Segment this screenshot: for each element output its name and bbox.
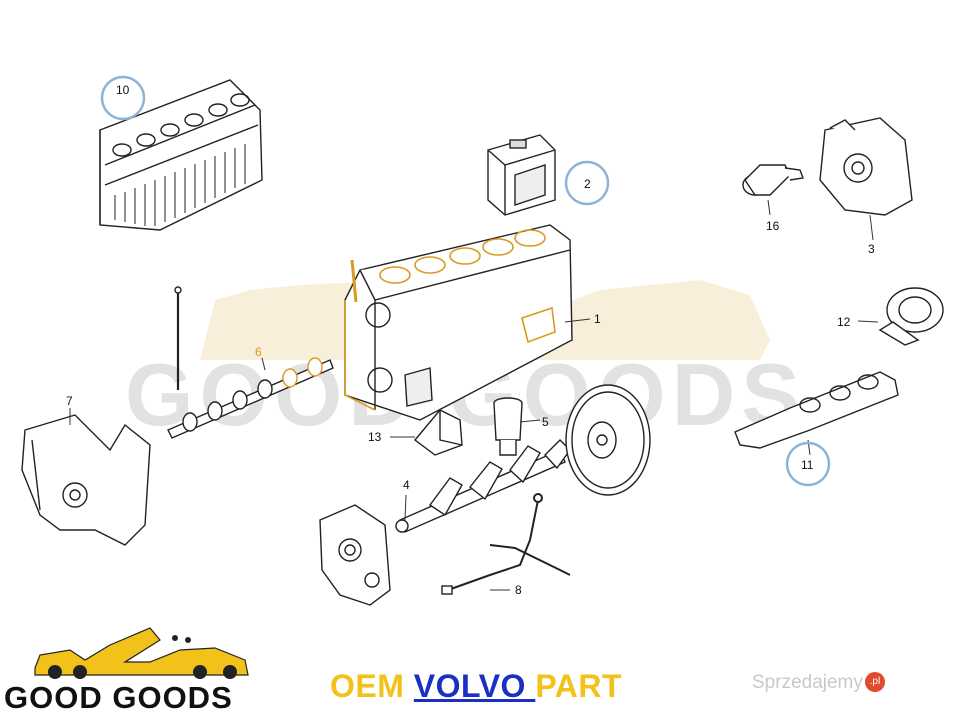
callout-label-3: 3 <box>868 242 875 256</box>
callout-label-8: 8 <box>515 583 522 597</box>
callout-circles <box>100 75 831 487</box>
part-sensor <box>742 164 804 196</box>
part-engine-block <box>344 224 573 421</box>
part-valve-cover <box>99 79 263 231</box>
part-exhaust-manifold <box>734 371 899 449</box>
leader-lines <box>69 199 879 591</box>
part-oil-filter <box>493 397 523 456</box>
callout-circle-2 <box>564 160 610 206</box>
part-bracket <box>413 409 463 456</box>
callout-circle-10 <box>100 75 146 121</box>
callout-label-2: 2 <box>584 177 591 191</box>
part-timing-cover <box>21 414 151 546</box>
oem-brand-link[interactable]: VOLVO <box>413 668 536 704</box>
part-crankshaft <box>395 439 571 533</box>
oem-part-banner: OEM VOLVO PART <box>330 668 622 705</box>
callout-label-13: 13 <box>368 430 382 444</box>
oem-prefix: OEM <box>330 668 414 704</box>
oem-suffix: PART <box>535 668 623 704</box>
part-flywheel <box>565 384 651 496</box>
part-oil-pipe <box>441 493 571 595</box>
callout-label-10: 10 <box>116 83 130 97</box>
watermark-badge: .pl <box>864 672 885 692</box>
part-filter-housing <box>487 134 556 216</box>
sprzedajemy-watermark: Sprzedajemy.pl <box>752 672 885 694</box>
callout-label-1: 1 <box>594 312 601 326</box>
callout-label-11: 11 <box>801 458 814 472</box>
callout-label-5: 5 <box>542 415 549 429</box>
watermark-text: Sprzedajemy <box>752 672 863 693</box>
part-flywheel-housing <box>819 117 913 216</box>
part-oil-pump-housing <box>319 504 391 606</box>
callout-label-6: 6 <box>255 345 262 359</box>
good-goods-logo-graphic <box>34 627 249 679</box>
callout-label-4: 4 <box>403 478 410 492</box>
callout-label-16: 16 <box>766 219 780 233</box>
part-turbocharger <box>878 287 944 346</box>
part-camshaft <box>167 286 334 439</box>
callout-label-7: 7 <box>66 394 73 408</box>
callout-circle-11 <box>785 441 831 487</box>
callout-label-12: 12 <box>837 315 851 329</box>
callout-labels: 10 2 16 3 1 12 6 7 5 13 11 4 8 <box>66 83 875 597</box>
good-goods-logo-text: GOOD GOODS <box>4 680 233 715</box>
